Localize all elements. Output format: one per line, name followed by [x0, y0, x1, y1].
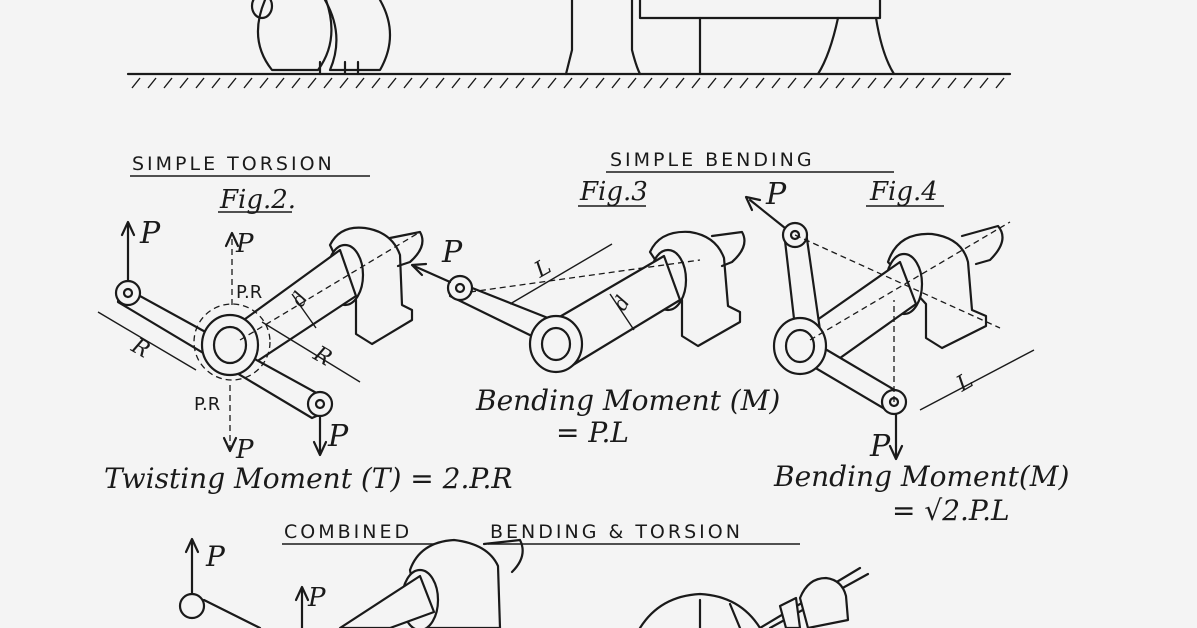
bending-moment-4-line1: Bending Moment(M)	[773, 460, 1069, 493]
force-label-p: P	[205, 540, 226, 573]
combined-drawing	[178, 537, 870, 628]
fig3-bending-drawing	[410, 230, 746, 374]
bending-moment-4-line2: = √2.P.L	[892, 494, 1010, 527]
bending-moment-3-line1: Bending Moment (M)	[475, 384, 780, 417]
force-label-p: P	[765, 177, 787, 212]
couple-label-pr: P.R	[236, 282, 262, 303]
fig4-bending-drawing	[744, 195, 1035, 461]
bending-moment-3-line2: = P.L	[556, 416, 629, 449]
length-label-l: L	[952, 368, 978, 397]
fig4-label: Fig.4	[869, 177, 938, 207]
force-label-p: P	[307, 583, 326, 613]
force-label-p: P	[441, 235, 463, 270]
fig3-label: Fig.3	[579, 177, 648, 207]
radius-label-r: R	[308, 341, 336, 371]
force-label-p: P	[327, 419, 349, 454]
heading-bending-torsion: BENDING & TORSION	[490, 521, 743, 543]
fig2-torsion-drawing	[97, 220, 424, 457]
force-label-p: P	[235, 435, 254, 465]
heading-simple-bending: SIMPLE BENDING	[610, 149, 815, 171]
twisting-moment-formula: Twisting Moment (T) = 2.P.R	[104, 462, 513, 495]
radius-label-r: R	[126, 333, 154, 363]
heading-combined: COMBINED	[284, 521, 412, 543]
fig2-label: Fig.2.	[219, 185, 296, 215]
top-machine-drawing	[126, 0, 1012, 89]
couple-label-pr: P.R	[194, 394, 220, 415]
heading-simple-torsion: SIMPLE TORSION	[132, 153, 335, 175]
force-label-p: P	[869, 429, 891, 464]
force-label-p: P	[139, 216, 161, 251]
force-label-p: P	[235, 229, 254, 259]
